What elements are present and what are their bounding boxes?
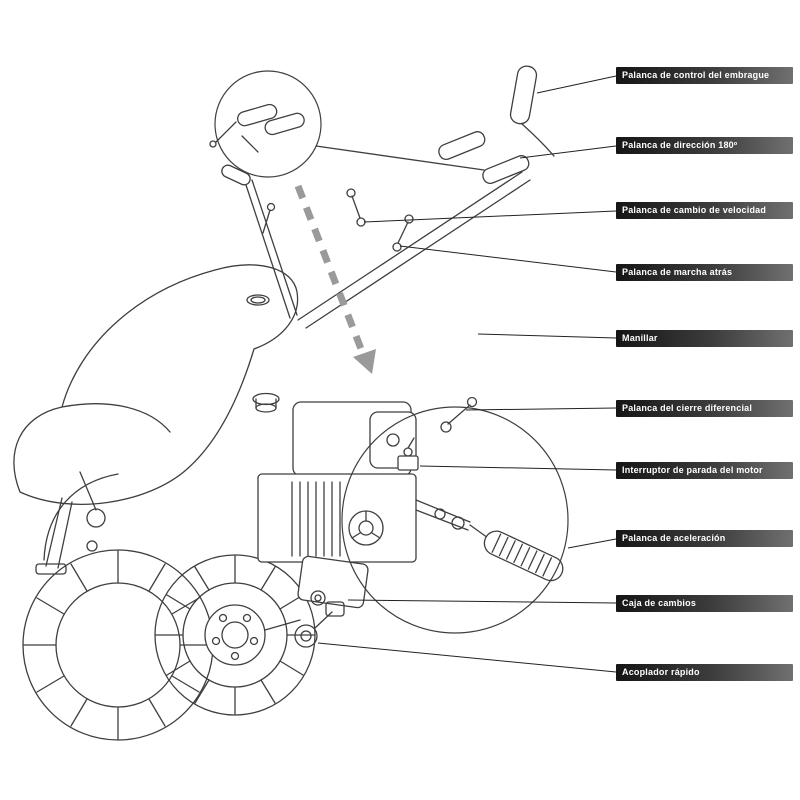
leader-parada-motor bbox=[419, 465, 617, 471]
leader-embrague bbox=[536, 75, 617, 94]
label-palanca-cambio-velocidad: Palanca de cambio de velocidad bbox=[616, 202, 793, 219]
detail-circle-grips bbox=[209, 70, 322, 178]
leader-manillar bbox=[477, 333, 617, 339]
label-palanca-direccion-180: Palanca de dirección 180º bbox=[616, 137, 793, 154]
zoom-arrow bbox=[294, 184, 376, 374]
label-acoplador-rapido: Acoplador rápido bbox=[616, 664, 793, 681]
leader-cambio-velocidad bbox=[363, 210, 617, 223]
hood bbox=[13, 202, 299, 561]
handlebar bbox=[221, 65, 555, 329]
leader-lines bbox=[317, 75, 617, 673]
label-palanca-cierre-diferencial: Palanca del cierre diferencial bbox=[616, 400, 793, 417]
differential-lock-lever bbox=[440, 396, 478, 433]
label-manillar: Manillar bbox=[616, 330, 793, 347]
leader-acoplador bbox=[317, 642, 617, 673]
label-interruptor-parada-motor: Interruptor de parada del motor bbox=[616, 462, 793, 479]
right-wheel bbox=[154, 554, 316, 716]
leader-cierre-diferencial bbox=[465, 407, 617, 411]
leader-marcha-atras bbox=[399, 245, 617, 273]
detail-circle-engine bbox=[341, 406, 569, 634]
label-palanca-aceleracion: Palanca de aceleración bbox=[616, 530, 793, 547]
left-wheel bbox=[22, 549, 214, 741]
pto-and-throttle bbox=[415, 499, 564, 582]
front-stand bbox=[35, 471, 106, 575]
label-caja-cambios: Caja de cambios bbox=[616, 595, 793, 612]
label-palanca-marcha-atras: Palanca de marcha atrás bbox=[616, 264, 793, 281]
gearbox-and-coupler bbox=[264, 555, 369, 648]
leader-aceleracion bbox=[567, 538, 617, 549]
leader-caja-cambios bbox=[347, 599, 617, 604]
label-palanca-control-embrague: Palanca de control del embrague bbox=[616, 67, 793, 84]
leader-direccion bbox=[519, 145, 617, 159]
engine bbox=[252, 392, 417, 563]
engine-stop-switch bbox=[397, 437, 419, 471]
